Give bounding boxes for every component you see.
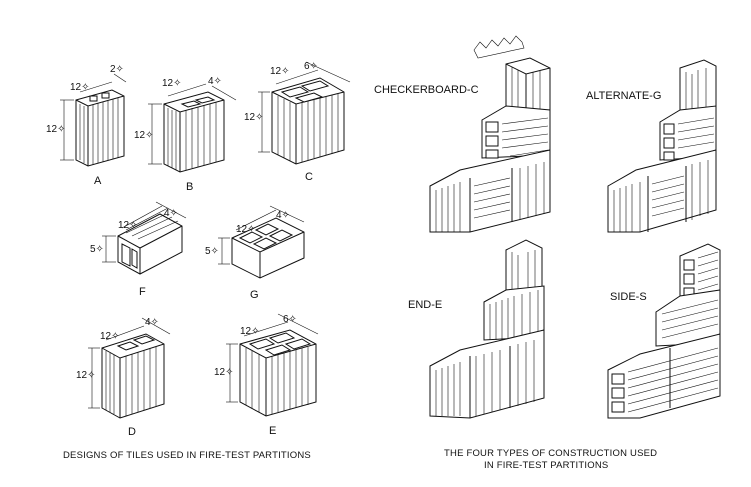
- tile-designs-panel: 12✧ 12✧ 2✧ A 12✧ 12✧ 4✧: [46, 61, 351, 461]
- side-construction: SIDE-S: [607, 243, 721, 419]
- tile-b-height-dim: 12✧: [134, 130, 154, 141]
- tile-c-width-dim: 6✧: [304, 61, 318, 72]
- side-wall-drawing: [607, 243, 721, 419]
- tile-e-height-dim: 12✧: [214, 367, 234, 378]
- tile-c-height-dim: 12✧: [244, 112, 264, 123]
- tile-a-label: A: [94, 175, 102, 187]
- alternate-construction: ALTERNATE-G: [586, 59, 717, 233]
- tile-d-height-dim: 12✧: [76, 370, 96, 381]
- tile-c: 12✧ 12✧ 6✧ C: [244, 61, 351, 183]
- tile-g-label: G: [250, 289, 259, 301]
- tile-g-height-dim: 5✧: [205, 246, 219, 257]
- tile-f-drawing: [117, 207, 183, 275]
- tile-designs-caption: DESIGNS OF TILES USED IN FIRE-TEST PARTI…: [63, 450, 311, 461]
- tile-d-label: D: [128, 426, 136, 438]
- tile-c-label: C: [305, 171, 313, 183]
- tile-e-width-dim: 6✧: [283, 314, 297, 325]
- side-label: SIDE-S: [610, 291, 647, 303]
- tile-f-label: F: [139, 286, 146, 298]
- constructions-caption-line1: THE FOUR TYPES OF CONSTRUCTION USED: [444, 448, 657, 459]
- alternate-wall-drawing: [607, 59, 717, 233]
- tile-a-height-dim: 12✧: [46, 124, 66, 135]
- tile-a: 12✧ 12✧ 2✧ A: [46, 64, 127, 187]
- tile-a-drawing: [75, 89, 125, 167]
- checkerboard-construction: CHECKERBOARD-C: [374, 57, 551, 233]
- tile-a-width-dim: 2✧: [110, 64, 124, 75]
- tile-d-width-dim: 4✧: [145, 317, 159, 328]
- wall-fragment: [473, 35, 525, 59]
- tile-b-drawing: [163, 91, 225, 173]
- tile-c-drawing: [271, 77, 345, 165]
- tile-b-width-dim: 4✧: [208, 76, 222, 87]
- tile-b-length-dim: 12✧: [162, 78, 182, 89]
- tile-e-drawing: [239, 329, 317, 417]
- checkerboard-label: CHECKERBOARD-C: [374, 84, 479, 96]
- alternate-label: ALTERNATE-G: [586, 90, 661, 102]
- constructions-caption-line2: IN FIRE-TEST PARTITIONS: [484, 460, 608, 471]
- tile-g-drawing: [231, 217, 305, 279]
- end-construction: END-E: [408, 239, 545, 419]
- tile-e-length-dim: 12✧: [240, 326, 260, 337]
- tile-f: 5✧ 12✧ 4✧ F: [90, 201, 187, 298]
- tile-f-width-dim: 4✧: [164, 208, 178, 219]
- tile-d-length-dim: 12✧: [100, 331, 120, 342]
- end-wall-drawing: [429, 239, 545, 419]
- checkerboard-wall-drawing: [429, 57, 551, 233]
- tile-g-length-dim: 12✧: [236, 224, 256, 235]
- tile-b: 12✧ 12✧ 4✧ B: [134, 76, 237, 193]
- tile-f-height-dim: 5✧: [90, 244, 104, 255]
- tile-d: 12✧ 12✧ 4✧ D: [76, 317, 171, 438]
- tile-a-length-dim: 12✧: [70, 82, 90, 93]
- tile-c-length-dim: 12✧: [270, 66, 290, 77]
- tile-e-label: E: [269, 425, 276, 437]
- tile-d-drawing: [101, 333, 165, 419]
- tile-e: 12✧ 12✧ 6✧ E: [214, 313, 319, 437]
- tile-g-width-dim: 4✧: [276, 210, 290, 221]
- tile-g: 5✧ 12✧ 4✧ G: [205, 205, 305, 301]
- end-label: END-E: [408, 299, 442, 311]
- constructions-panel: CHECKERBOARD-C: [374, 35, 721, 471]
- tile-f-length-dim: 12✧: [118, 220, 138, 231]
- tile-b-label: B: [186, 181, 193, 193]
